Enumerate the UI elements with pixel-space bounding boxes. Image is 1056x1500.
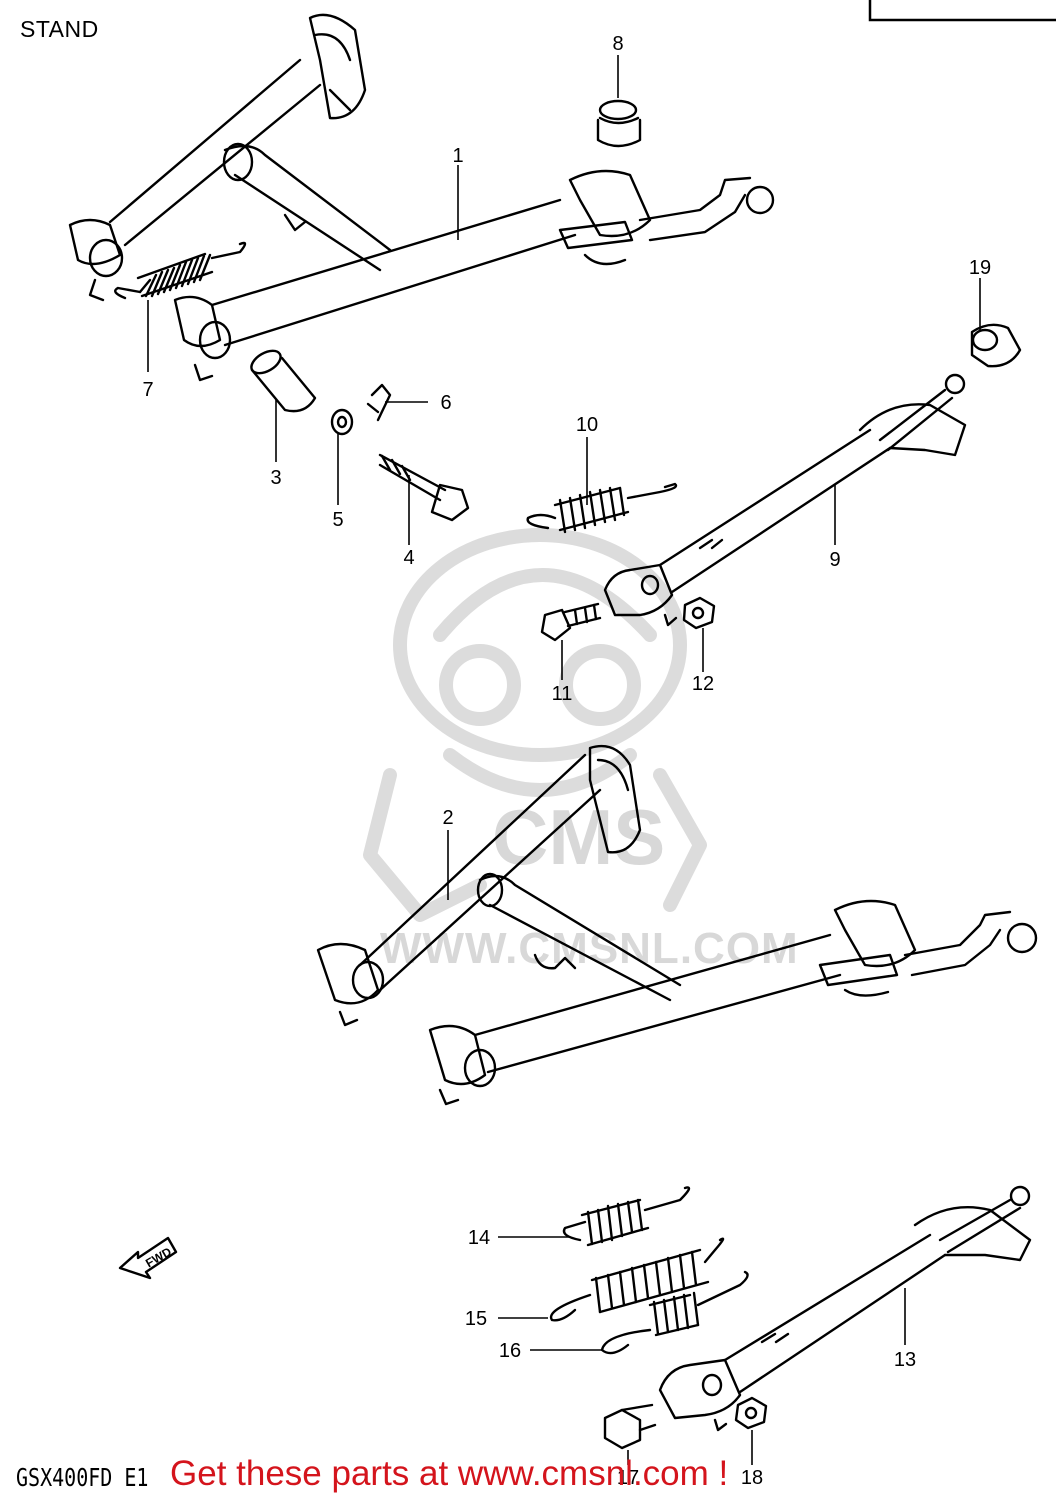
spring-14 (562, 1186, 691, 1247)
nut-18 (734, 1396, 768, 1430)
collar-3 (250, 349, 317, 413)
clip-6 (366, 383, 392, 422)
spring-15 (549, 1237, 725, 1322)
model-code: GSX400FD E1 (16, 1462, 149, 1492)
washer-5 (330, 408, 354, 436)
watermark-mascot (330, 525, 790, 1005)
callout-19: 19 (969, 257, 991, 279)
callout-13: 13 (894, 1349, 916, 1371)
callout-12: 12 (692, 673, 714, 695)
center-stand-1 (68, 13, 775, 382)
center-stand-2 (316, 744, 1038, 1106)
stopper-8 (596, 99, 642, 148)
callout-7: 7 (142, 379, 153, 401)
spring-10 (526, 482, 678, 534)
bolt-11 (540, 602, 602, 642)
frame-corner (868, 0, 1056, 22)
leader-lines (147, 55, 981, 1465)
spring-16 (600, 1270, 749, 1355)
callout-11: 11 (552, 683, 573, 705)
callout-18: 18 (741, 1467, 763, 1489)
callout-10: 10 (576, 414, 598, 436)
bolt-4 (378, 453, 470, 522)
page-title: STAND (20, 16, 99, 42)
callout-9: 9 (829, 549, 840, 571)
side-stand-13 (658, 1185, 1032, 1432)
callout-2: 2 (442, 807, 453, 829)
side-stand-9 (603, 373, 967, 627)
callout-4: 4 (403, 547, 414, 569)
callout-14: 14 (468, 1227, 490, 1249)
callout-6: 6 (440, 392, 451, 414)
callout-16: 16 (499, 1340, 521, 1362)
promo-link[interactable]: Get these parts at www.cmsnl.com ! (170, 1454, 729, 1493)
bolt-17 (603, 1403, 657, 1450)
callout-1: 1 (452, 145, 463, 167)
callout-3: 3 (270, 467, 281, 489)
fwd-arrow-icon (118, 1236, 178, 1280)
spring-7 (114, 241, 247, 300)
callout-17: 17 (617, 1467, 639, 1489)
callout-8: 8 (612, 33, 623, 55)
nut-12 (682, 596, 716, 630)
callout-5: 5 (332, 509, 343, 531)
stopper-19 (970, 323, 1022, 368)
callout-15: 15 (465, 1308, 487, 1330)
